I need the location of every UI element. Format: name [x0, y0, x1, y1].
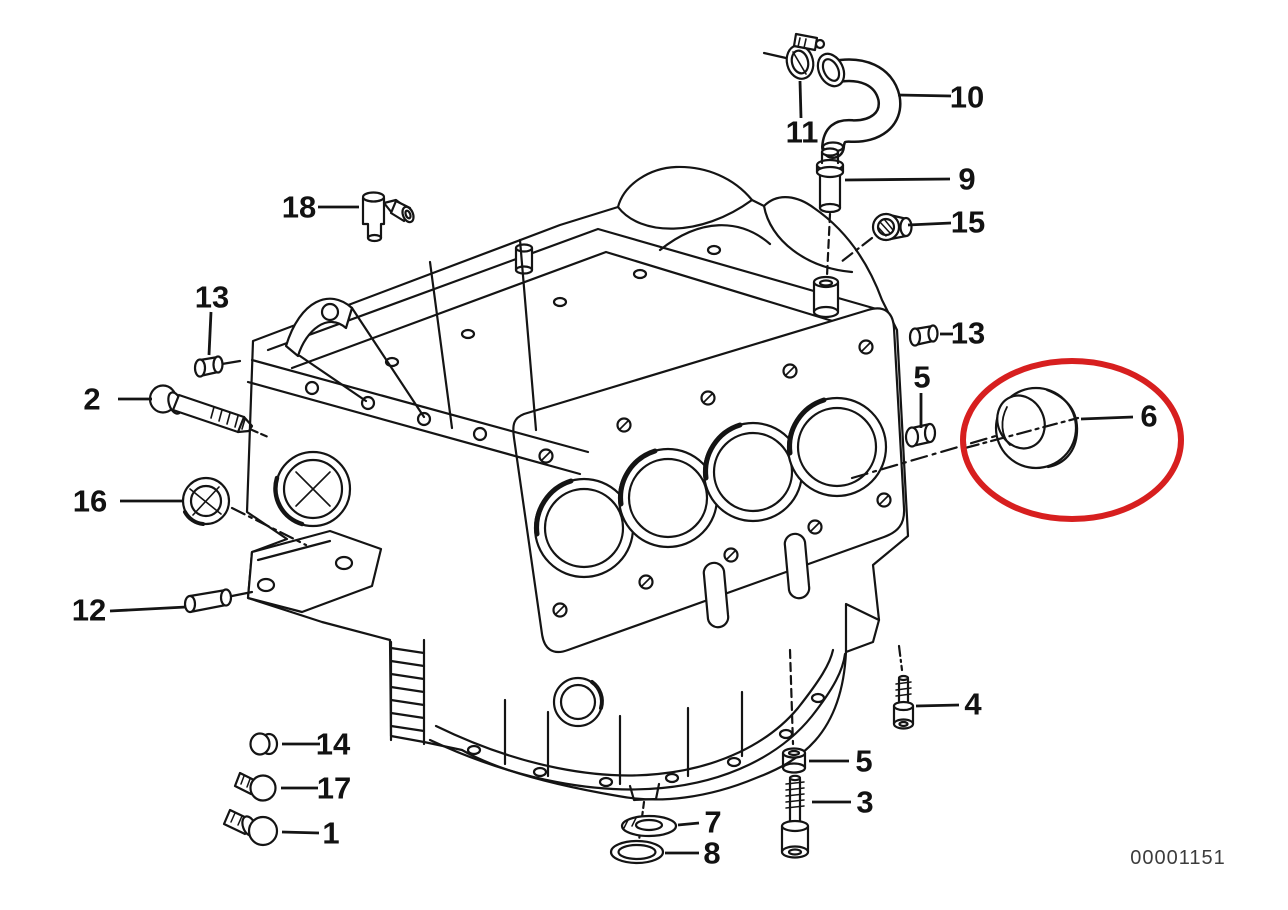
lower-left-bracket	[246, 529, 383, 614]
callout-15-label-knurled-plug[interactable]: 15	[951, 205, 985, 240]
catalog-document-number: 00001151	[1130, 847, 1226, 869]
callout-13-label-plug-upper-right[interactable]: 13	[951, 316, 985, 351]
callout-16-label-sealing-cap[interactable]: 16	[73, 484, 107, 519]
callout-1-label-hex-head-screw[interactable]: 1	[322, 816, 339, 851]
part-rivet-screw	[233, 771, 277, 802]
callout-10-leader-breather-hose	[897, 93, 952, 98]
part-hose-clamp	[785, 32, 826, 80]
callout-5-label-spacer-nut-bottom[interactable]: 5	[855, 744, 872, 779]
part-knurled-plug	[871, 212, 913, 242]
callout-12-leader-dowel-pin	[109, 605, 187, 613]
callout-8-label-o-ring[interactable]: 8	[703, 836, 720, 871]
part-dowel-pin	[183, 588, 233, 614]
head-bolt-holes	[538, 339, 892, 629]
callout-6-label-shaft-seal-ring[interactable]: 6	[1140, 399, 1157, 434]
callout-3-label-socket-head-bolt[interactable]: 3	[856, 785, 873, 820]
callout-6-leader-shaft-seal-ring	[1080, 415, 1134, 421]
callout-7-label-sealing-washer[interactable]: 7	[704, 805, 721, 840]
top-deck	[266, 198, 882, 370]
engine-block-illustration	[220, 51, 1062, 850]
part-socket-head-bolt-short	[892, 674, 915, 730]
part-shaft-seal-ring	[963, 386, 1080, 470]
front-mount-plate	[246, 238, 590, 476]
callout-9-leader-breather-tube	[844, 177, 951, 182]
part-sealing-cap	[181, 476, 231, 526]
detached-parts	[148, 32, 1080, 865]
callout-11-leader-hose-clamp	[798, 80, 803, 119]
part-hex-head-screw	[222, 808, 279, 847]
part-sealing-washer	[620, 814, 678, 838]
part-elbow-union	[361, 191, 415, 243]
callout-11-label-hose-clamp[interactable]: 11	[786, 115, 819, 150]
highlight-ellipse-part-6	[960, 358, 1184, 522]
callout-14-label-cap-nut[interactable]: 14	[316, 727, 351, 762]
cooling-fins	[389, 638, 426, 746]
callout-13-leader-plug-upper-left	[207, 311, 213, 356]
callout-12-label-dowel-pin[interactable]: 12	[72, 593, 106, 628]
part-breather-tube	[815, 147, 845, 214]
part-spacer-nut	[781, 747, 807, 774]
callout-9-label-breather-tube[interactable]: 9	[958, 162, 975, 197]
callout-15-leader-knurled-plug	[907, 221, 952, 227]
part-socket-head-bolt	[780, 774, 810, 859]
callout-1-leader-hex-head-screw	[281, 830, 320, 835]
part-o-ring	[609, 839, 665, 865]
part-plug-upper-left	[193, 355, 224, 378]
callout-10-label-breather-hose[interactable]: 10	[950, 80, 984, 115]
part-plug-right	[904, 422, 937, 448]
part-cap-nut	[249, 732, 279, 756]
callout-13-label-plug-upper-left[interactable]: 13	[195, 280, 229, 315]
callout-2-label-long-hex-bolt[interactable]: 2	[83, 382, 100, 417]
oil-pan	[428, 602, 881, 802]
part-plug-upper-right	[908, 324, 939, 347]
part-breather-hose	[816, 52, 902, 159]
callout-4-label-socket-head-bolt-short[interactable]: 4	[964, 687, 982, 722]
callout-17-label-rivet-screw[interactable]: 17	[317, 771, 351, 806]
callout-4-leader-socket-head-bolt-short	[915, 703, 960, 708]
part-long-hex-bolt	[148, 384, 254, 434]
crank-front-bore	[273, 450, 352, 528]
cylinder-bores	[533, 396, 888, 579]
callout-18-label-elbow-union[interactable]: 18	[282, 190, 316, 225]
callout-7-leader-sealing-washer	[677, 821, 700, 827]
callout-5-label-plug-right[interactable]: 5	[913, 360, 930, 395]
